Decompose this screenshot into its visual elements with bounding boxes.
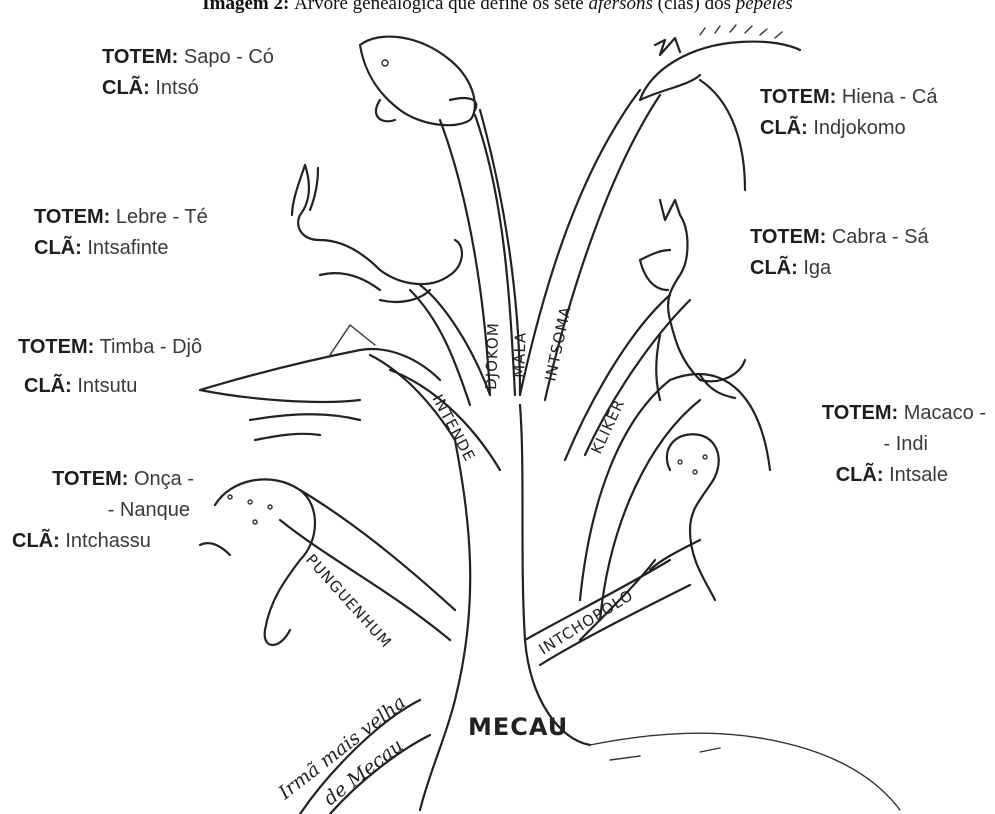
kliker-branch (565, 295, 690, 460)
frog-drawing (360, 37, 476, 126)
intsoma-branch (520, 90, 660, 400)
timba-drawing (200, 325, 440, 440)
clan-key: CLÃ: (750, 257, 798, 279)
totem-cabra: TOTEM: Cabra - Sá CLÃ: Iga (750, 222, 929, 284)
totem-onca-name-2: - Nanque (12, 495, 202, 526)
branch-label-intsoma: INTSOMA (541, 304, 574, 382)
totem-timba: TOTEM: Timba - Djô CLÃ: Intsutu (18, 332, 202, 402)
clan-sapo-name: Intsó (155, 77, 198, 99)
totem-hiena: TOTEM: Hiena - Cá CLÃ: Indjokomo (760, 82, 937, 144)
branch-label-intende: INTENDE (428, 391, 478, 464)
totem-onca: TOTEM: Onça - - Nanque CLÃ: Intchassu (12, 464, 202, 557)
totem-onca-name-1: Onça - (134, 468, 194, 490)
totem-key: TOTEM: (750, 226, 826, 248)
clan-key: CLÃ: (34, 237, 82, 259)
root-label-mecau: MECAU (468, 713, 568, 741)
clan-key: CLÃ: (12, 530, 60, 552)
clan-macaco-name: Intsale (889, 464, 948, 486)
clan-lebre-name: Intsafinte (87, 237, 168, 259)
clan-key: CLÃ: (24, 375, 72, 397)
ground-line (590, 733, 900, 810)
clan-hiena-name: Indjokomo (813, 117, 905, 139)
branch-label-djokom: DJOKOM (482, 322, 502, 390)
totem-key: TOTEM: (822, 402, 898, 424)
totem-macaco-name-2: - Indi (778, 429, 986, 460)
onca-drawing (200, 479, 315, 645)
totem-sapo: TOTEM: Sapo - Có CLÃ: Intsó (102, 42, 274, 104)
clan-key: CLÃ: (102, 77, 150, 99)
branch-label-intchopolo: INTCHOPOLO (536, 586, 637, 658)
hare-drawing (292, 165, 462, 302)
clan-cabra-name: Iga (803, 257, 831, 279)
totem-key: TOTEM: (102, 46, 178, 68)
totem-hiena-name: Hiena - Cá (842, 86, 938, 108)
totem-key: TOTEM: (760, 86, 836, 108)
branch-label-kliker: KLIKER (587, 396, 628, 456)
branch-label-mala: MALA (510, 331, 530, 378)
totem-timba-name: Timba - Djô (100, 336, 203, 358)
totem-cabra-name: Cabra - Sá (832, 226, 929, 248)
totem-sapo-name: Sapo - Có (184, 46, 274, 68)
clan-timba-name: Intsutu (77, 375, 137, 397)
totem-lebre: TOTEM: Lebre - Té CLÃ: Intsafinte (34, 202, 208, 264)
totem-key: TOTEM: (34, 206, 110, 228)
totem-key: TOTEM: (52, 468, 128, 490)
clan-key: CLÃ: (760, 117, 808, 139)
totem-macaco: TOTEM: Macaco - - Indi CLÃ: Intsale (778, 398, 986, 491)
clan-onca-name: Intchassu (65, 530, 151, 552)
totem-lebre-name: Lebre - Té (116, 206, 208, 228)
goat-drawing (640, 200, 745, 400)
trunk-left-edge (420, 440, 470, 810)
totem-macaco-name-1: Macaco - (904, 402, 986, 424)
branch-label-punguenhum: PUNGUENHUM (302, 551, 396, 652)
trunk-right-edge (520, 405, 590, 745)
clan-key: CLÃ: (836, 464, 884, 486)
totem-key: TOTEM: (18, 336, 94, 358)
